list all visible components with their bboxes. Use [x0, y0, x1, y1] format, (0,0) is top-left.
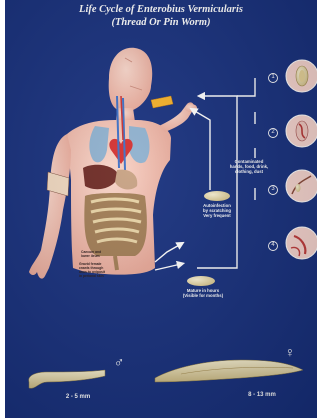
- autoinfection-label: Autoinfection by scratching Very frequen…: [189, 204, 245, 219]
- diagram-board: Life Cycle of Enterobius Vermicularis (T…: [5, 0, 317, 418]
- female-symbol: ♀: [282, 344, 298, 360]
- egg-mature: [187, 276, 215, 286]
- stage-2-number: 2: [269, 129, 277, 136]
- contaminated-food: [151, 96, 173, 108]
- female-size-label: 8 - 13 mm: [237, 392, 287, 399]
- stage-1-number: 1: [269, 74, 277, 81]
- mature-label: Mature in hours (Visible for months): [173, 289, 233, 299]
- stage-3-number: 3: [269, 186, 277, 193]
- diagram-graphics: [5, 0, 317, 418]
- caecum-label: Caecum and lower ileum: [81, 250, 101, 258]
- stage-4-number: 4: [269, 242, 277, 249]
- contaminated-label: Contaminated hands, food, drink, clothin…: [219, 160, 279, 175]
- female-worm: [155, 360, 303, 382]
- gravid-label: Gravid female crawls through anus to ovi…: [79, 262, 105, 278]
- male-symbol: ♂: [111, 354, 127, 370]
- male-size-label: 2 - 5 mm: [53, 394, 103, 401]
- male-worm: [29, 370, 105, 388]
- egg-autoinfection: [204, 191, 230, 201]
